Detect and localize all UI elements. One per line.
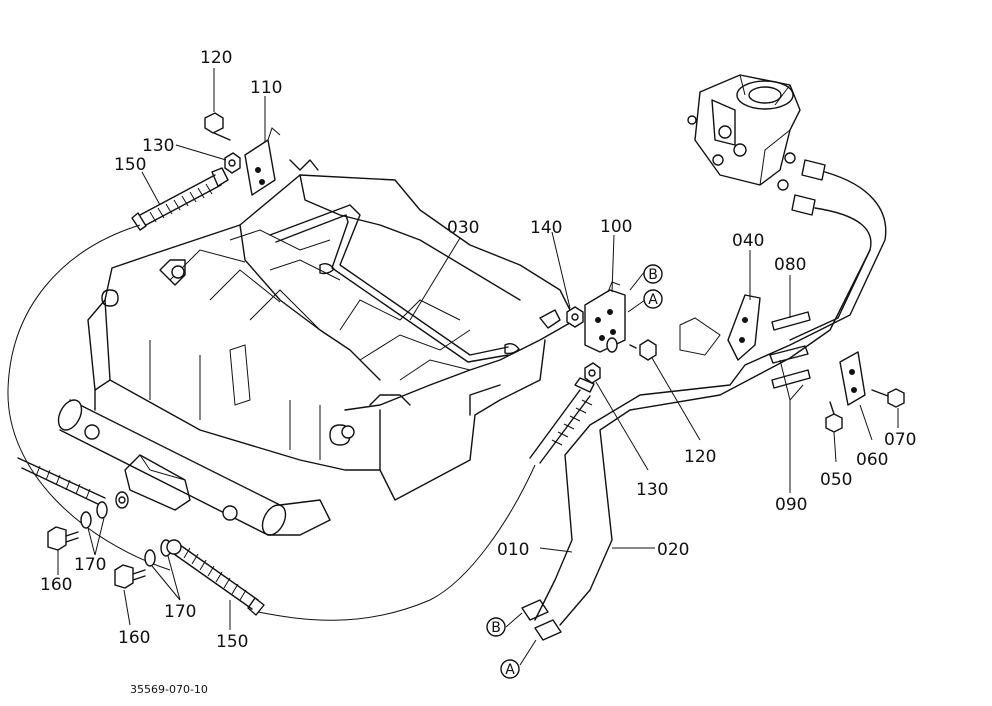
pipe-090-upper	[534, 171, 887, 621]
fitting-a-lower	[534, 619, 562, 641]
label-150-top: 150	[114, 155, 146, 175]
label-110: 110	[250, 78, 282, 98]
nut-130-top	[224, 152, 241, 174]
bracket-100	[584, 281, 626, 353]
callout-b-top: B	[643, 264, 663, 284]
fitting-b-lower	[521, 599, 549, 621]
bracket-110	[244, 127, 281, 196]
tie-rod-end-center	[529, 377, 595, 464]
axle-frame-housing	[87, 159, 576, 501]
bolt-050	[825, 401, 843, 433]
pipe-010	[559, 249, 871, 626]
tie-rod-outline	[7, 224, 536, 621]
label-130-mid: 130	[636, 480, 668, 500]
sleeve-090b	[771, 369, 811, 389]
tie-rod-end-left	[17, 457, 106, 507]
label-090: 090	[775, 495, 807, 515]
tie-rod-end-upper	[131, 167, 229, 231]
washers-170-left	[80, 491, 129, 529]
washers-170-bottom	[144, 539, 182, 567]
leader-lines	[57, 68, 899, 666]
bracket-060	[839, 351, 866, 406]
drawing-reference-number: 35569-070-10	[130, 683, 208, 696]
nut-130-mid	[584, 362, 601, 384]
bolt-160-left	[47, 526, 79, 551]
bracket-040	[679, 294, 761, 361]
tie-rod-end-lower	[173, 544, 265, 616]
nut-140	[566, 306, 584, 328]
label-130-top: 130	[142, 136, 174, 156]
label-010: 010	[497, 540, 529, 560]
steering-cylinder	[57, 399, 331, 536]
svg-text:A: A	[648, 292, 658, 308]
label-080: 080	[774, 255, 806, 275]
sleeve-080	[771, 311, 811, 331]
part-labels: 120 110 130 150 030 140 100 040 080 120 …	[40, 48, 916, 652]
washer-mid	[606, 337, 618, 353]
callout-a-bottom: A	[500, 659, 520, 679]
svg-text:A: A	[505, 662, 515, 678]
label-150-bottom: 150	[216, 632, 248, 652]
power-steering-valve	[687, 74, 826, 216]
bolt-160-bottom	[114, 564, 146, 589]
svg-text:B: B	[648, 267, 658, 283]
pipe-030	[269, 204, 509, 356]
label-170-left: 170	[74, 555, 106, 575]
label-030: 030	[447, 218, 479, 238]
label-170-bottom: 170	[164, 602, 196, 622]
label-050: 050	[820, 470, 852, 490]
callout-a-top: A	[643, 289, 663, 309]
label-040: 040	[732, 231, 764, 251]
bolt-070	[871, 388, 905, 408]
svg-text:B: B	[491, 620, 501, 636]
label-060: 060	[856, 450, 888, 470]
sleeve-090a	[769, 345, 809, 364]
label-160-left: 160	[40, 575, 72, 595]
pipe-030-inner	[275, 214, 509, 363]
callout-b-bottom: B	[486, 617, 506, 637]
label-120-mid: 120	[684, 447, 716, 467]
label-140: 140	[530, 218, 562, 238]
label-020: 020	[657, 540, 689, 560]
label-120-top: 120	[200, 48, 232, 68]
bolt-120-top	[204, 112, 231, 141]
label-160-bottom: 160	[118, 628, 150, 648]
bolt-120-mid	[629, 339, 657, 361]
label-070: 070	[884, 430, 916, 450]
label-100: 100	[600, 217, 632, 237]
